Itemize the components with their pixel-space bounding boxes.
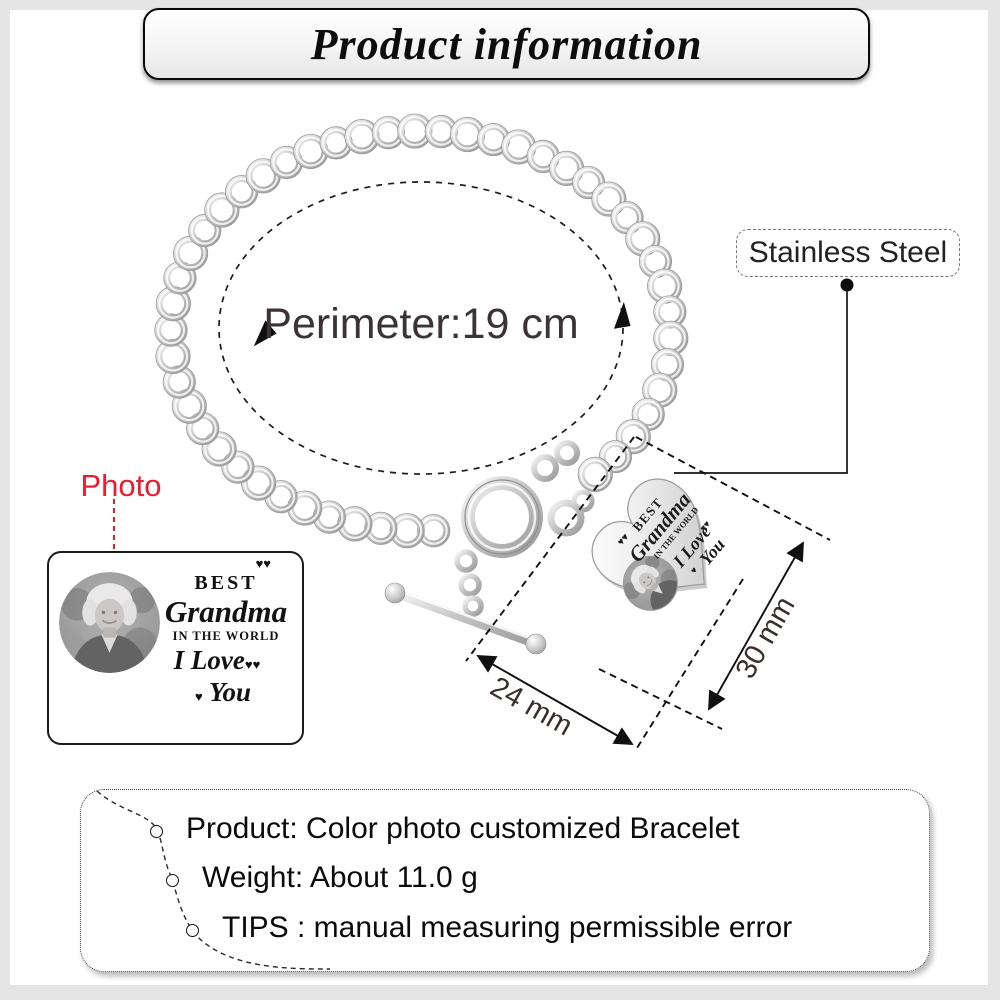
card-text: ♥♥ BEST Grandma IN THE WORLD I Love♥♥ ♥ … [153, 557, 299, 706]
bullet-circle [166, 874, 179, 887]
info-item-weight: Weight: About 11.0 g [202, 861, 478, 894]
card-line-you: ♥ You [194, 676, 251, 707]
dim-30mm-arrow [708, 541, 804, 711]
heart-icon: ♥ [194, 688, 203, 704]
card-line-love: I Love♥♥ [173, 644, 261, 675]
material-label: Stainless Steel [748, 236, 948, 269]
toggle-bar [390, 588, 541, 649]
heart-shape [591, 478, 706, 590]
card-line-best: BEST [194, 572, 258, 594]
info-item-product: Product: Color photo customized Bracelet [186, 812, 740, 845]
content-background [10, 10, 988, 985]
bullet-circle [186, 924, 199, 937]
heart-charm: ♥♥ BEST Grandma IN THE WORLD I Love ♥♥ Y… [591, 478, 729, 622]
page-title: Product information [310, 19, 703, 69]
heart-icon: ♥♥ [244, 656, 261, 672]
pendant-card: ♥♥ BEST Grandma IN THE WORLD I Love♥♥ ♥ … [47, 551, 304, 745]
dimension-extension-lines [465, 436, 831, 749]
dim-24mm-arrow [476, 655, 634, 745]
charm-you-heart-icon: ♥ [688, 565, 699, 576]
title-banner: Product information [143, 8, 870, 80]
card-line-world: IN THE WORLD [172, 629, 280, 643]
info-item-tips: TIPS : manual measuring permissible erro… [222, 911, 793, 944]
info-box [80, 789, 930, 972]
chain [154, 113, 689, 549]
material-tag: Stainless Steel [736, 229, 960, 277]
perimeter-arrow-right-icon [613, 301, 631, 329]
perimeter-arrow-left-icon [253, 320, 277, 347]
perimeter-label: Perimeter:19 cm [263, 300, 579, 348]
bullet-circle [150, 825, 163, 838]
toggle-clasp [384, 440, 595, 655]
info-curve [96, 790, 331, 970]
perimeter-ellipse [218, 181, 624, 475]
material-leader-line [674, 278, 854, 474]
hearts-icon: ♥♥ [255, 556, 271, 571]
photo-label: Photo [80, 468, 162, 503]
card-line-grandma: Grandma [164, 594, 288, 629]
